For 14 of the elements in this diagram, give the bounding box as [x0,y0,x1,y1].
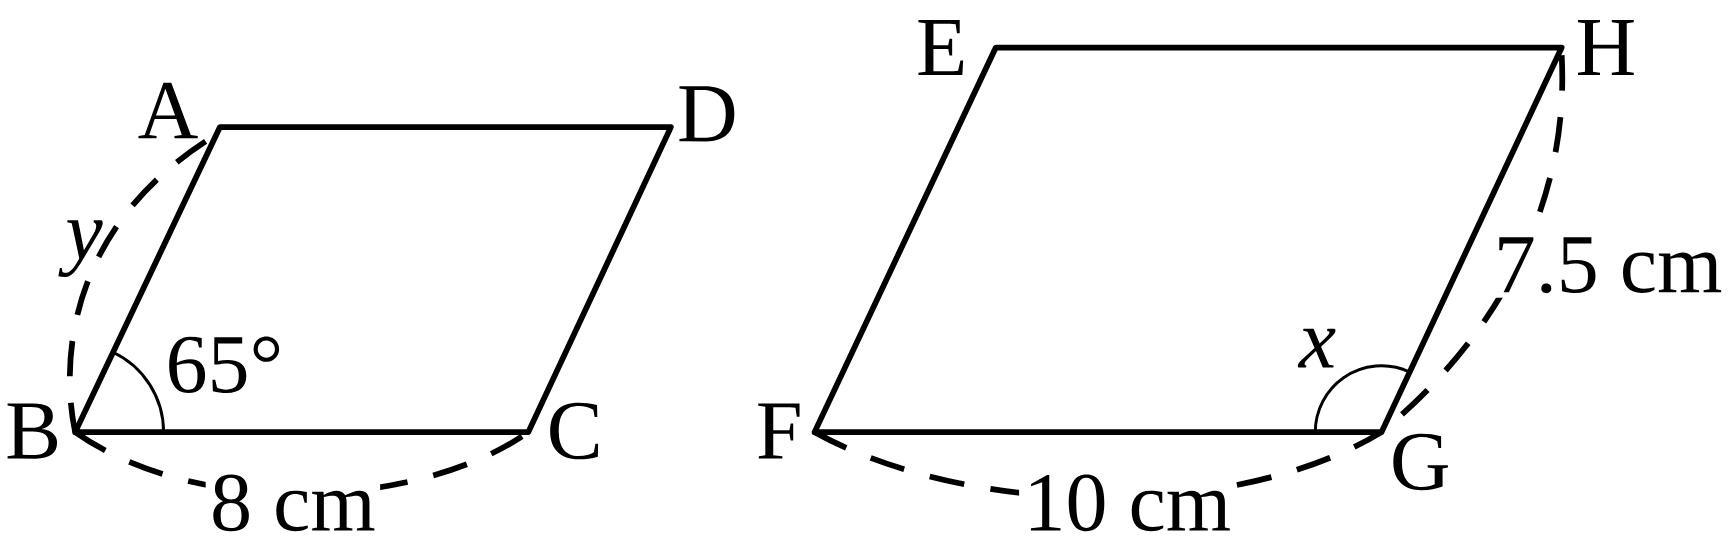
angle-label: 65° [169,336,280,394]
vertex-label: D [679,86,735,142]
vertex-label: H [1578,20,1634,75]
vertex-label: A [138,82,198,139]
angle-label: x [1297,328,1336,368]
dimension-label: 8 cm [205,470,381,536]
vertex-label: G [1393,433,1448,491]
side-label: y [58,220,103,277]
vertex-label: C [550,402,599,460]
vertex-label: F [758,403,800,459]
dimension-label: 10 cm [1019,470,1236,536]
dimension-label: 7.5 cm [1489,232,1727,298]
vertex-label: E [918,20,964,75]
vertex-label: B [7,403,58,459]
